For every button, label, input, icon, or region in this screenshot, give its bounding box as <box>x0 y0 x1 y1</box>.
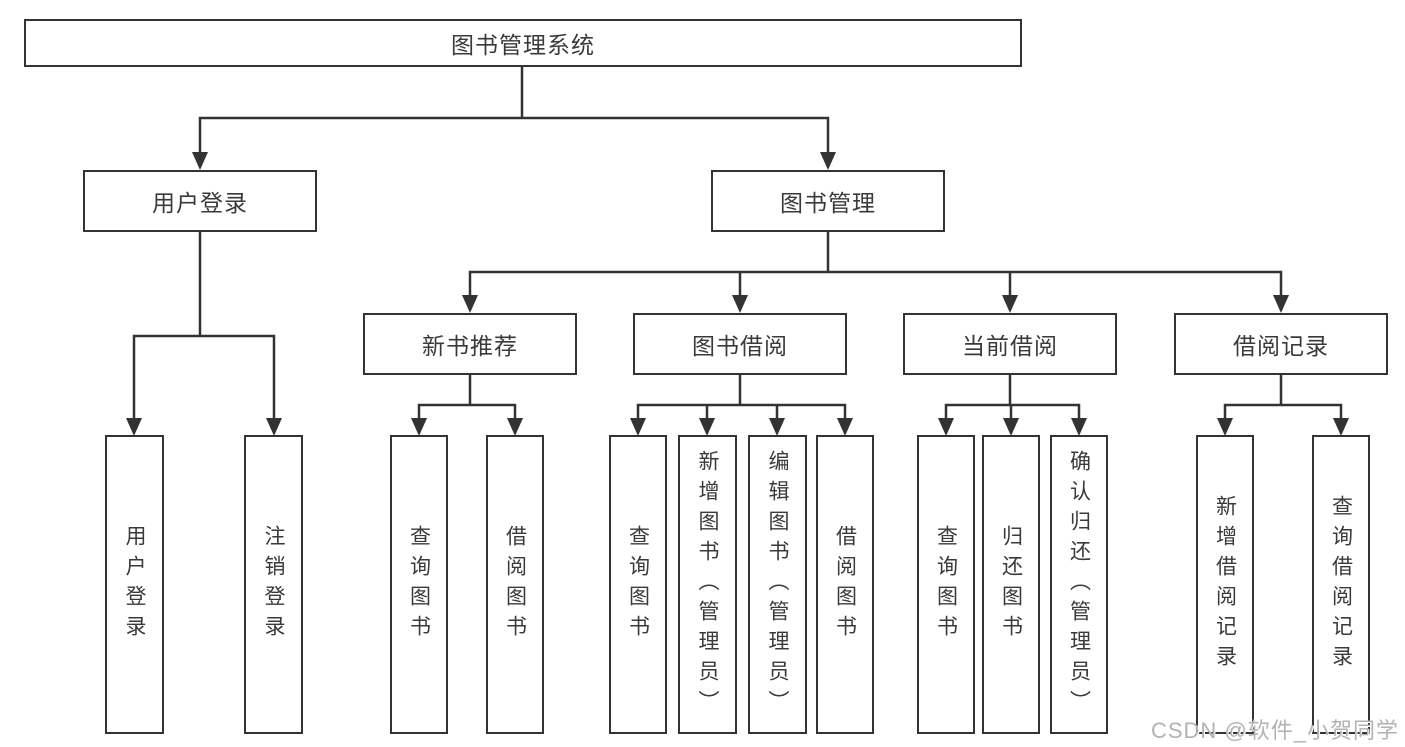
node-leaf-current-confirm-return-admin-label: 确认归还（管理员） <box>1067 449 1091 720</box>
node-book-borrowing: 图书借阅 <box>633 313 847 375</box>
node-user-login: 用户登录 <box>83 170 317 232</box>
node-leaf-borrow-query-books-label: 查询图书 <box>626 524 650 645</box>
node-leaf-records-query-record: 查询借阅记录 <box>1312 435 1370 734</box>
node-leaf-current-query-books-label: 查询图书 <box>934 524 958 645</box>
node-current-borrowing: 当前借阅 <box>903 313 1117 375</box>
node-leaf-logout-label: 注销登录 <box>262 524 285 645</box>
node-book-management: 图书管理 <box>711 170 945 232</box>
node-borrowing-records: 借阅记录 <box>1174 313 1388 375</box>
node-library-system: 图书管理系统 <box>24 19 1022 67</box>
node-leaf-borrow-query-books: 查询图书 <box>609 435 667 734</box>
node-leaf-current-return-books: 归还图书 <box>982 435 1040 734</box>
node-leaf-newrec-query-books-label: 查询图书 <box>407 524 431 645</box>
node-leaf-borrow-borrow-books: 借阅图书 <box>816 435 874 734</box>
node-book-borrowing-label: 图书借阅 <box>692 333 788 359</box>
node-leaf-newrec-query-books: 查询图书 <box>390 435 448 734</box>
node-leaf-user-login-label: 用户登录 <box>123 524 146 645</box>
node-leaf-records-query-record-label: 查询借阅记录 <box>1329 494 1353 675</box>
node-leaf-borrow-edit-books-admin-label: 编辑图书（管理员） <box>766 449 789 720</box>
node-leaf-current-return-books-label: 归还图书 <box>999 524 1023 645</box>
node-leaf-borrow-add-books-admin-label: 新增图书（管理员） <box>696 449 719 720</box>
node-leaf-newrec-borrow-books-label: 借阅图书 <box>503 524 527 645</box>
node-leaf-user-login: 用户登录 <box>105 435 164 734</box>
node-library-system-label: 图书管理系统 <box>451 32 595 58</box>
node-leaf-borrow-edit-books-admin: 编辑图书（管理员） <box>748 435 807 734</box>
node-leaf-newrec-borrow-books: 借阅图书 <box>486 435 544 734</box>
node-leaf-borrow-add-books-admin: 新增图书（管理员） <box>678 435 737 734</box>
node-current-borrowing-label: 当前借阅 <box>962 333 1058 359</box>
tree-edges <box>132 65 1343 421</box>
node-new-book-recommend: 新书推荐 <box>363 313 577 375</box>
node-leaf-logout: 注销登录 <box>244 435 303 734</box>
node-user-login-label: 用户登录 <box>152 190 248 216</box>
node-new-book-recommend-label: 新书推荐 <box>422 333 518 359</box>
arrowheads <box>126 152 1349 436</box>
node-leaf-current-query-books: 查询图书 <box>917 435 975 734</box>
node-borrowing-records-label: 借阅记录 <box>1233 333 1329 359</box>
node-book-management-label: 图书管理 <box>780 190 876 216</box>
node-leaf-records-add-record: 新增借阅记录 <box>1196 435 1254 734</box>
node-leaf-current-confirm-return-admin: 确认归还（管理员） <box>1050 435 1108 734</box>
node-leaf-records-add-record-label: 新增借阅记录 <box>1213 494 1237 675</box>
watermark: CSDN @软件_小贺同学 <box>1150 718 1399 743</box>
node-leaf-borrow-borrow-books-label: 借阅图书 <box>833 524 857 645</box>
